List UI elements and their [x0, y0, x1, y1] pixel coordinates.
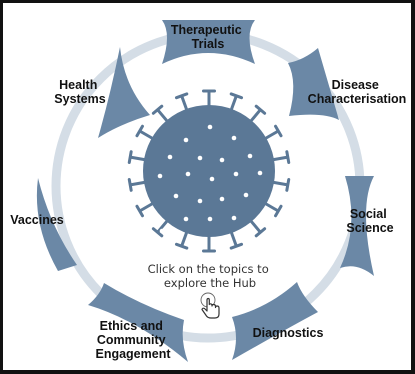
virus-dot	[167, 154, 173, 160]
virus-dot	[183, 137, 189, 143]
tile-shape	[98, 47, 150, 138]
virus-spike-cap	[174, 92, 189, 100]
virus-spike	[248, 108, 262, 123]
label-line: Health	[59, 78, 97, 92]
virus-spike-cap	[135, 204, 144, 218]
virus-spike-cap	[151, 104, 164, 115]
virus-dot	[207, 124, 213, 130]
topic-tile-health-systems[interactable]	[98, 47, 150, 138]
label-line: Systems	[54, 92, 105, 106]
label-line: Characterisation	[308, 92, 407, 106]
virus-dot	[219, 196, 225, 202]
virus-spike	[156, 108, 170, 123]
instruction-line: explore the Hub	[164, 276, 256, 290]
virus-dot	[251, 228, 257, 234]
topic-tile-disease-characterisation[interactable]	[288, 48, 339, 120]
virus-spike-cap	[274, 204, 283, 218]
virus-dot	[247, 153, 253, 159]
virus-spike-cap	[254, 104, 267, 115]
virus-spike-cap	[285, 177, 291, 192]
label-line: Ethics and	[100, 319, 163, 333]
virus-spike	[138, 129, 155, 141]
virus-dot	[173, 193, 179, 199]
label-line: Social	[350, 207, 387, 221]
virus-spike-cap	[254, 227, 267, 238]
virus-dot	[207, 216, 213, 222]
topic-tile-therapeutic-trials[interactable]	[162, 20, 255, 64]
virus-dot	[257, 170, 263, 176]
virus-spike	[180, 95, 189, 112]
virus-dot	[183, 216, 189, 222]
topic-label-social-science[interactable]: Social Science	[346, 207, 393, 235]
tile-shape	[36, 178, 77, 271]
virus-spike	[129, 180, 147, 187]
virus-dot	[233, 171, 239, 177]
tile-shape	[88, 283, 188, 362]
virus-spike	[271, 180, 289, 187]
pointer-hand-icon	[200, 292, 220, 319]
pointer-hand	[201, 297, 220, 319]
virus-spike-cap	[151, 227, 164, 238]
tile-shape	[288, 48, 339, 120]
topic-label-vaccines[interactable]: Vaccines	[10, 213, 64, 227]
virus-dot	[185, 171, 191, 177]
virus-spike	[229, 95, 238, 112]
virus-spike	[229, 230, 238, 247]
virus-dot	[231, 135, 237, 141]
virus-body	[143, 105, 275, 237]
virus-spike	[138, 201, 155, 213]
virus-spike	[248, 219, 262, 234]
label-line: Community	[97, 333, 166, 347]
virus-spike-cap	[135, 124, 144, 138]
instruction-text: Click on the topics to explore the Hub	[148, 262, 273, 290]
virus-spike	[156, 219, 170, 234]
virus-dot	[209, 176, 215, 182]
virus-spike	[180, 230, 189, 247]
label-line: Engagement	[95, 347, 171, 361]
topic-label-therapeutic-trials[interactable]: Therapeutic Trials	[171, 23, 245, 51]
topic-tile-ethics-community-engagement[interactable]	[88, 283, 188, 362]
virus-dot	[197, 198, 203, 204]
virus-spike-cap	[127, 150, 133, 165]
topic-tile-diagnostics[interactable]	[232, 282, 318, 360]
virus-dot	[231, 215, 237, 221]
tile-shape	[340, 176, 374, 276]
virus-dot	[219, 157, 225, 163]
virus-spike	[129, 155, 147, 162]
tile-shape	[162, 20, 255, 64]
topic-label-health-systems[interactable]: Health Systems	[54, 78, 105, 106]
virus-spike-cap	[285, 150, 291, 165]
label-line: Science	[346, 221, 393, 235]
label-line: Trials	[192, 37, 225, 51]
virus-spike	[263, 201, 280, 213]
virus-spike-cap	[274, 124, 283, 138]
topic-label-diagnostics[interactable]: Diagnostics	[253, 326, 324, 340]
topic-label-ethics-community-engagement[interactable]: Ethics and Community Engagement	[95, 319, 171, 361]
virus-dot	[159, 228, 165, 234]
instruction-line: Click on the topics to	[148, 262, 269, 276]
virus-icon	[127, 89, 291, 253]
label-line: Therapeutic	[171, 23, 242, 37]
topic-tile-vaccines[interactable]	[36, 178, 77, 271]
virus-spike	[263, 129, 280, 141]
virus-dot	[243, 192, 249, 198]
virus-spike-cap	[127, 177, 133, 192]
label-line: Disease	[332, 78, 379, 92]
virus-spike-cap	[229, 242, 244, 250]
label-line: Diagnostics	[253, 326, 324, 340]
tile-shape	[232, 282, 318, 360]
virus-dot	[197, 155, 203, 161]
label-line: Vaccines	[10, 213, 64, 227]
virus-dot	[157, 173, 163, 179]
virus-spike-cap	[229, 92, 244, 100]
virus-spike	[271, 155, 289, 162]
virus-spike-cap	[174, 242, 189, 250]
topic-label-disease-characterisation[interactable]: Disease Characterisation	[308, 78, 407, 106]
topic-tile-social-science[interactable]	[340, 176, 374, 276]
